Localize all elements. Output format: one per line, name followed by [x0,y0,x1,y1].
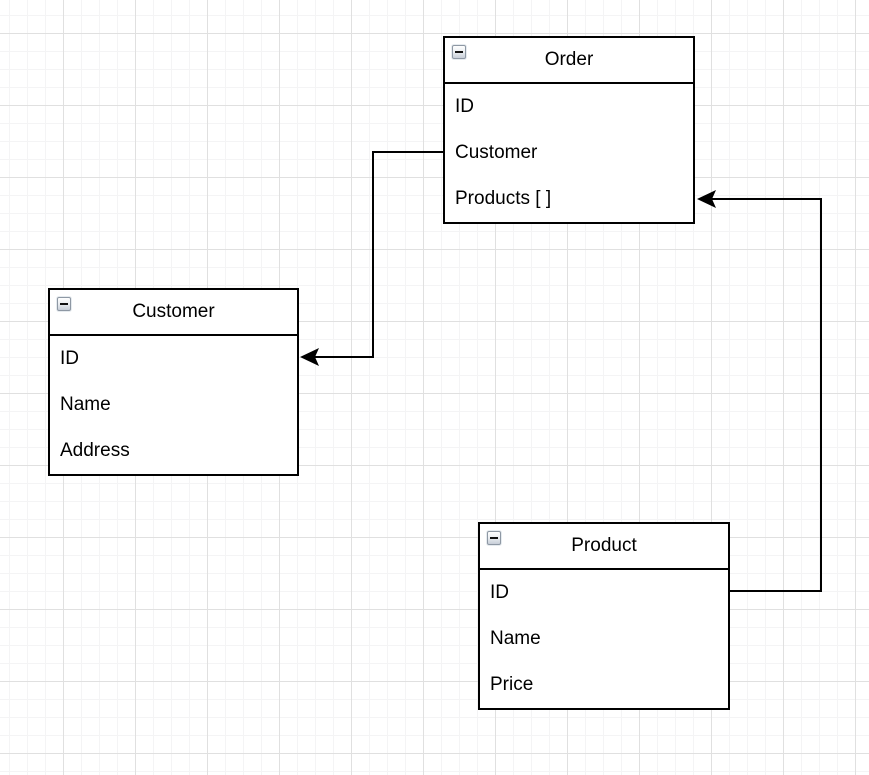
field-label: Name [490,628,541,649]
collapse-icon[interactable] [487,531,501,545]
minus-icon [455,51,463,53]
entity-field-row[interactable]: Name [50,382,297,428]
entity-order-header[interactable]: Order [445,38,693,84]
collapse-icon[interactable] [452,45,466,59]
entity-product-header[interactable]: Product [480,524,728,570]
connector-product-order[interactable] [712,198,822,592]
field-label: Price [490,674,534,695]
connector-order-customer[interactable] [315,151,443,358]
entity-field-row[interactable]: ID [480,570,728,616]
field-label: Name [60,394,111,415]
field-label: Address [60,440,130,461]
entity-title: Order [544,49,594,70]
entity-field-row[interactable]: ID [50,336,297,382]
entity-field-row[interactable]: Products [ ] [445,176,693,222]
entity-customer-header[interactable]: Customer [50,290,297,336]
entity-field-row[interactable]: Price [480,662,728,708]
entity-field-row[interactable]: Customer [445,130,693,176]
field-label: Customer [455,142,538,163]
field-label: ID [490,582,509,603]
entity-order[interactable]: Order ID Customer Products [ ] [443,36,695,224]
entity-field-row[interactable]: ID [445,84,693,130]
entity-field-row[interactable]: Name [480,616,728,662]
field-label: Products [ ] [455,188,552,209]
minus-icon [490,537,498,539]
collapse-icon[interactable] [57,297,71,311]
entity-product[interactable]: Product ID Name Price [478,522,730,710]
field-label: ID [455,96,474,117]
entity-customer[interactable]: Customer ID Name Address [48,288,299,476]
minus-icon [60,303,68,305]
entity-field-row[interactable]: Address [50,428,297,474]
entity-title: Customer [132,301,215,322]
field-label: ID [60,348,79,369]
entity-title: Product [571,535,637,556]
